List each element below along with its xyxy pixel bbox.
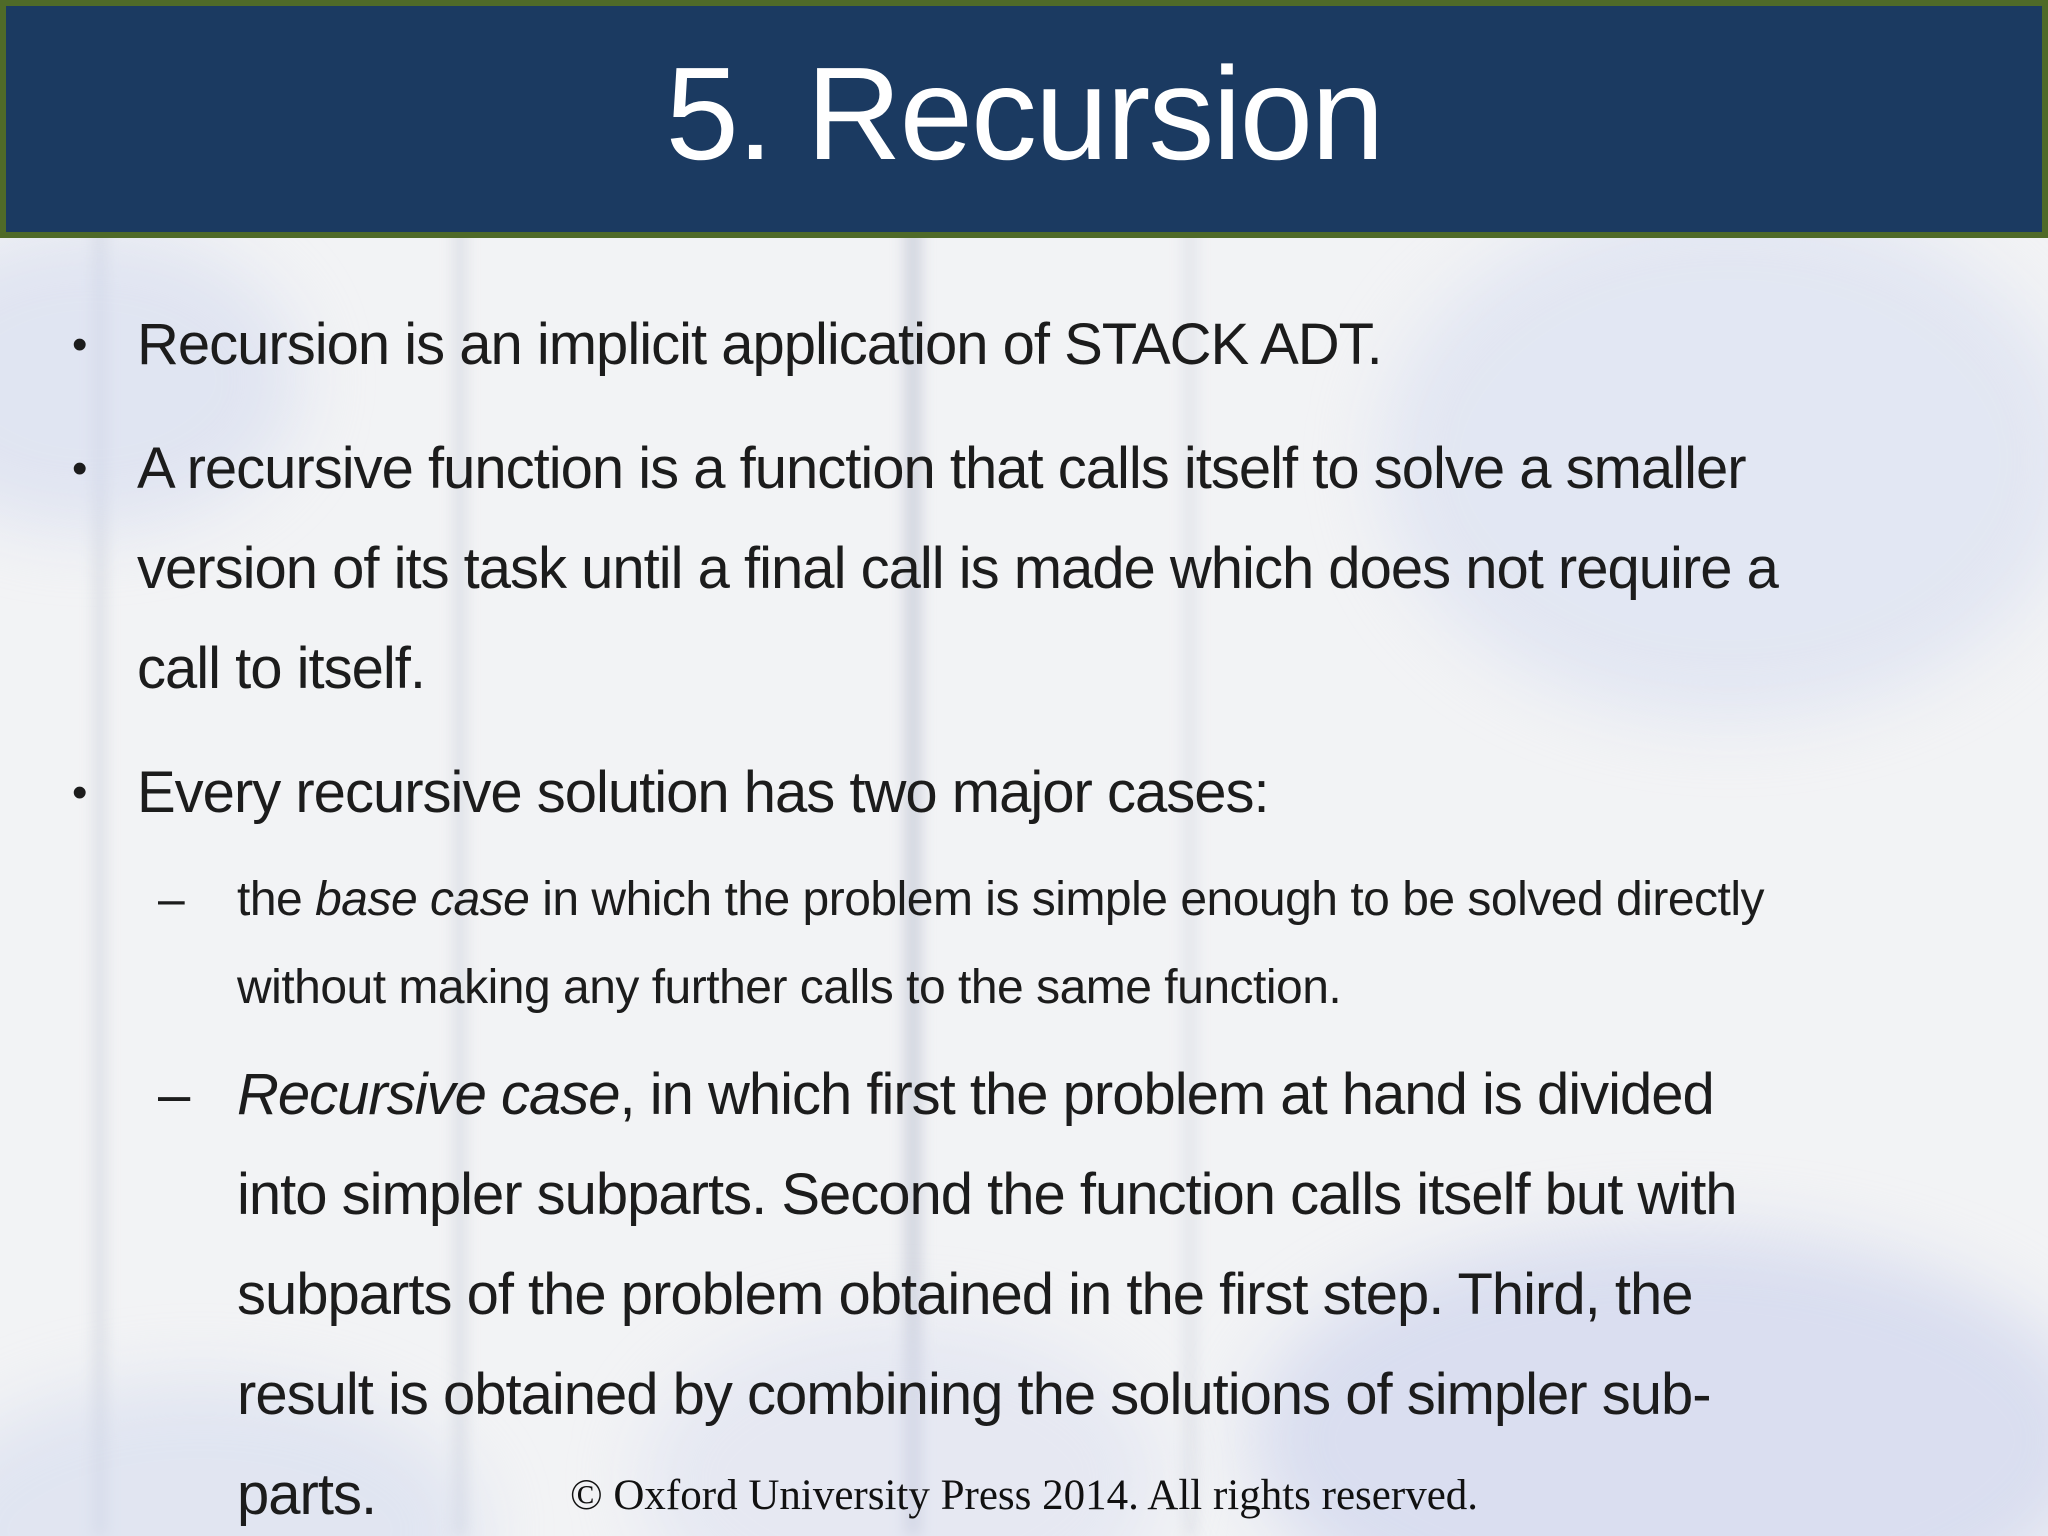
- sub-bullet-text-line: Recursive case, in which first the probl…: [237, 1045, 2018, 1145]
- text-segment: the: [237, 873, 316, 926]
- sub-bullet-text-line: result is obtained by combining the solu…: [237, 1362, 1712, 1427]
- text-segment: , in which first the problem at hand is …: [619, 1062, 1714, 1127]
- bullet-dot-icon: •: [72, 320, 87, 369]
- bullet-text: Every recursive solution has two major c…: [137, 760, 1270, 825]
- slide-title: 5. Recursion: [665, 40, 1384, 187]
- sub-bullet-text-line: the base case in which the problem is si…: [237, 856, 2018, 944]
- bullet-text: Recursion is an implicit application of …: [137, 312, 1383, 377]
- bullet-text-line: version of its task until a final call i…: [137, 536, 1779, 601]
- sub-bullet-text-line: subparts of the problem obtained in the …: [237, 1262, 1693, 1327]
- base-case-italic: base case: [315, 873, 530, 926]
- recursive-case-italic: Recursive case: [237, 1062, 620, 1127]
- sub-bullet-recursive-case: – Recursive case, in which first the pro…: [158, 1045, 2018, 1536]
- sub-bullet-text-line: into simpler subparts. Second the functi…: [237, 1162, 1738, 1227]
- sub-bullet-base-case: – the base case in which the problem is …: [158, 856, 2018, 1032]
- dash-icon: –: [158, 873, 185, 926]
- bullet-two-major-cases: • Every recursive solution has two major…: [68, 743, 2018, 843]
- slide-body: • Recursion is an implicit application o…: [0, 238, 2048, 1536]
- title-bar: 5. Recursion: [0, 0, 2048, 238]
- bullet-recursive-function: • A recursive function is a function tha…: [68, 419, 2018, 719]
- sub-bullet-text-line: without making any further calls to the …: [237, 961, 1342, 1014]
- bullet-dot-icon: •: [72, 768, 87, 817]
- copyright-footer: © Oxford University Press 2014. All righ…: [569, 1472, 1479, 1519]
- dash-icon: –: [158, 1062, 190, 1127]
- bullet-text-line: A recursive function is a function that …: [137, 436, 1747, 501]
- text-segment: in which the problem is simple enough to…: [529, 873, 1765, 926]
- bullet-dot-icon: •: [72, 444, 87, 493]
- bullet-stack-adt: • Recursion is an implicit application o…: [68, 295, 2018, 395]
- bullet-text-line: call to itself.: [137, 636, 426, 701]
